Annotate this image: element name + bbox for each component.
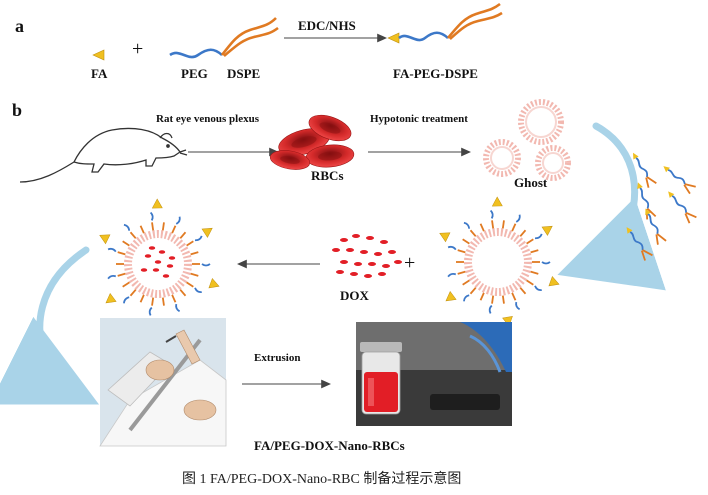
vial-photo: [356, 322, 512, 426]
extrusion-curve-arrow: [0, 246, 100, 405]
extrusion-label: Extrusion: [254, 352, 301, 364]
step1-label: Rat eye venous plexus: [156, 113, 259, 125]
rat-icon: [19, 127, 188, 183]
step2-label: Hypotonic treatment: [370, 113, 468, 125]
panel-a-letter: a: [15, 16, 24, 36]
fa-molecule-icon: [92, 49, 105, 61]
rbc-label: RBCs: [311, 168, 344, 183]
panel-b-letter: b: [12, 100, 23, 120]
rbc-cluster: [269, 114, 355, 170]
peg-dspe-molecule: [169, 17, 279, 59]
ghost-label: Ghost: [514, 175, 548, 190]
dspe-label: DSPE: [227, 66, 261, 81]
peg-label: PEG: [181, 66, 208, 81]
dox-label: DOX: [340, 288, 369, 303]
insertion-curve-arrow: [557, 122, 666, 291]
extrusion-photo: [99, 318, 227, 447]
fa-label: FA: [91, 66, 108, 81]
dox-loaded-vesicle: [99, 198, 220, 329]
figure-caption: 图 1 FA/PEG-DOX-Nano-RBC 制备过程示意图: [182, 472, 462, 487]
dox-particles: [332, 234, 402, 278]
modified-ghost-vesicle: [439, 196, 560, 327]
product-label: FA-PEG-DSPE: [393, 66, 478, 81]
final-product-label: FA/PEG-DOX-Nano-RBCs: [254, 438, 405, 453]
plus-sign-b: +: [404, 252, 416, 274]
ghost-vesicles: [483, 99, 571, 181]
plus-sign-a: +: [132, 38, 144, 60]
fa-peg-dspe-molecule: [387, 2, 503, 44]
reaction-label: EDC/NHS: [298, 18, 356, 33]
free-fa-peg-dspe-molecules: [626, 152, 697, 261]
